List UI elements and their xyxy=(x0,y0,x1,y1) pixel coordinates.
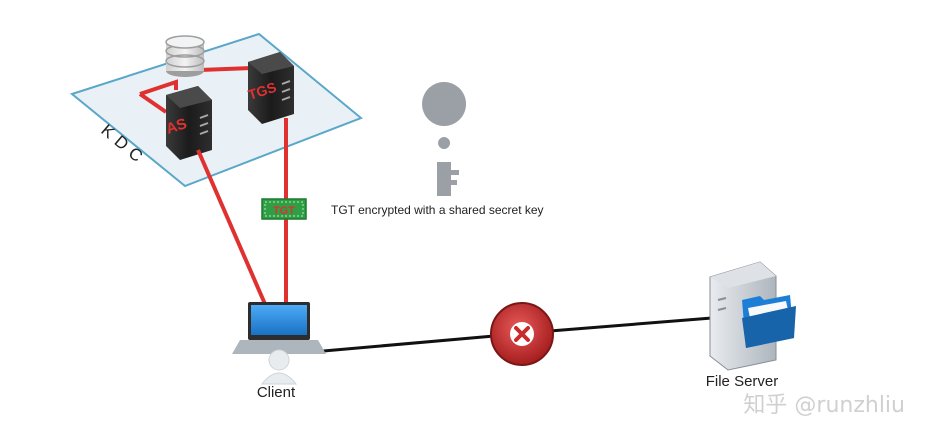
kdc-internal-links xyxy=(138,66,253,114)
as-server-icon: AS xyxy=(164,86,212,160)
client-server-connection xyxy=(311,316,713,354)
database-icon xyxy=(165,35,205,77)
client-laptop-icon xyxy=(232,302,326,385)
tgt-annotation: TGT encrypted with a shared secret key xyxy=(331,203,544,217)
key-icon xyxy=(422,82,467,196)
blocked-icon xyxy=(490,302,554,366)
tgt-ticket: TGT xyxy=(261,198,307,220)
file-server-icon xyxy=(709,261,796,371)
kdc-region: KDC xyxy=(69,32,363,188)
file-server-label: File Server xyxy=(706,373,779,390)
user-icon xyxy=(260,349,298,385)
watermark: 知乎 @runzhliu xyxy=(743,393,905,418)
client-label: Client xyxy=(257,384,296,401)
as-to-client-line xyxy=(196,149,267,305)
tgs-server-icon: TGS xyxy=(246,52,294,124)
as-label: AS xyxy=(164,115,189,138)
folder-icon xyxy=(742,295,796,348)
tgt-label: TGT xyxy=(273,205,295,217)
